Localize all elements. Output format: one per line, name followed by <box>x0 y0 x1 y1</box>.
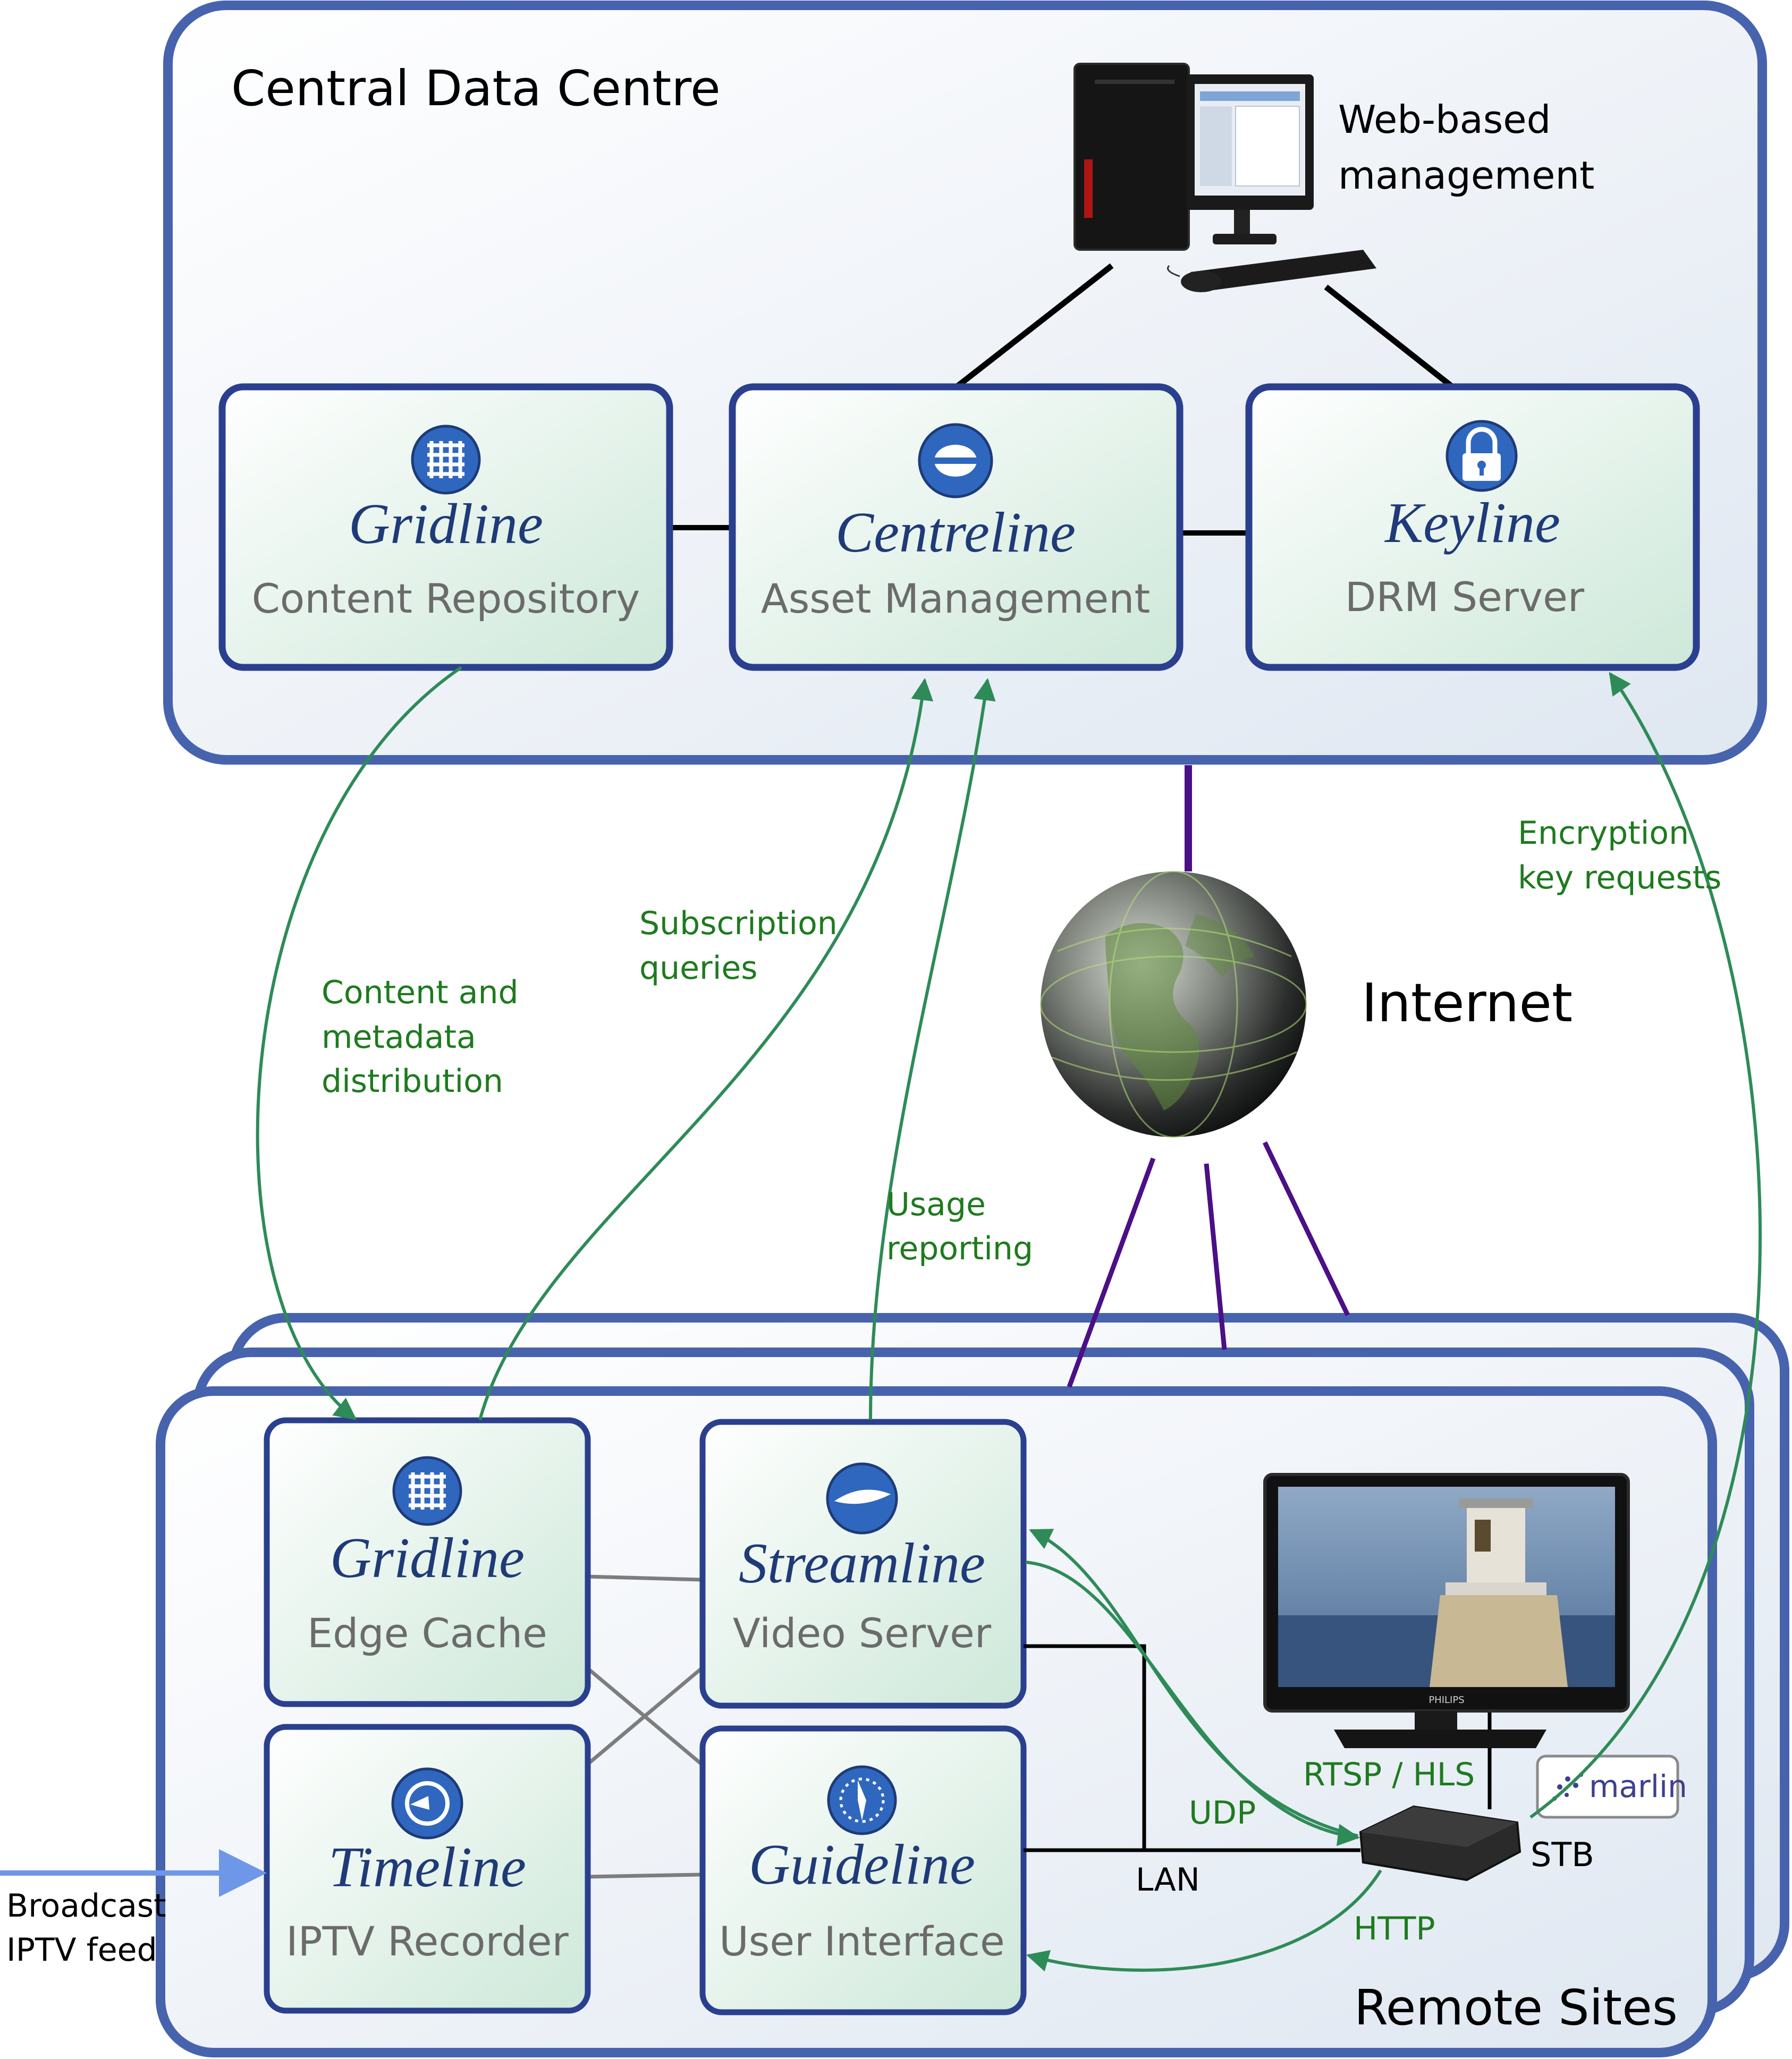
content-label-line3: distribution <box>322 1063 503 1100</box>
content-label-line1: Content and <box>322 974 519 1011</box>
remote-streamline-subtitle: Video Server <box>733 1609 992 1657</box>
remote-box-streamline[interactable]: Streamline Video Server <box>699 1419 1027 1709</box>
remote-sites-title: Remote Sites <box>1354 1979 1678 2036</box>
central-centreline-product: Centreline <box>835 501 1076 564</box>
internet-label: Internet <box>1362 972 1573 1034</box>
remote-gridline-subtitle: Edge Cache <box>307 1609 547 1657</box>
flow-content-distribution <box>256 666 462 1420</box>
udp-label: UDP <box>1189 1794 1256 1832</box>
internet-link-site2 <box>1204 1163 1227 1350</box>
internet-link-site1 <box>1067 1157 1156 1388</box>
rtsp-hls-label: RTSP / HLS <box>1303 1756 1475 1793</box>
set-top-box <box>1359 1805 1521 1882</box>
connector-computer-centreline <box>954 263 1114 389</box>
central-keyline-product: Keyline <box>1384 492 1560 555</box>
padlock-icon <box>1446 420 1518 492</box>
television: PHILIPS <box>1263 1473 1630 1748</box>
central-data-centre-title: Central Data Centre <box>231 60 721 117</box>
remote-interconnects <box>586 1574 703 1879</box>
flow-subscription-queries <box>478 677 934 1420</box>
central-box-keyline[interactable]: Keyline DRM Server <box>1245 383 1700 671</box>
usage-label-line2: reporting <box>886 1230 1033 1267</box>
remote-box-guideline[interactable]: Guideline User Interface <box>699 1725 1027 2015</box>
grid-icon <box>411 425 481 495</box>
lan-wiring <box>1024 1644 1492 1852</box>
central-keyline-subtitle: DRM Server <box>1345 573 1585 621</box>
flow-usage-reporting <box>869 677 996 1420</box>
encryption-label-line2: key requests <box>1518 859 1721 896</box>
central-centreline-subtitle: Asset Management <box>761 575 1151 622</box>
management-computer <box>1073 63 1376 292</box>
broadcast-label-line2: IPTV feed <box>6 1931 157 1969</box>
remote-timeline-subtitle: IPTV Recorder <box>286 1918 569 1965</box>
remote-guideline-subtitle: User Interface <box>719 1918 1005 1965</box>
broadcast-label-line1: Broadcast <box>6 1887 166 1925</box>
http-label: HTTP <box>1354 1910 1435 1947</box>
subscription-label-line2: queries <box>639 950 758 987</box>
internet-link-site3 <box>1262 1141 1350 1316</box>
remote-box-timeline[interactable]: Timeline IPTV Recorder <box>264 1724 591 2014</box>
central-gridline-product: Gridline <box>349 493 543 556</box>
web-mgmt-label-line2: management <box>1338 153 1594 198</box>
streamline-icon <box>826 1462 898 1535</box>
compass-icon <box>827 1765 897 1835</box>
tv-brand: PHILIPS <box>1428 1694 1464 1706</box>
lan-label: LAN <box>1136 1861 1200 1899</box>
usage-label-line1: Usage <box>886 1186 986 1223</box>
centreline-disc-icon <box>918 423 993 498</box>
flow-encryption-requests <box>1529 672 1762 1819</box>
internet-globe <box>1039 870 1307 1138</box>
timeline-icon <box>391 1767 463 1840</box>
remote-timeline-product: Timeline <box>328 1836 526 1899</box>
remote-gridline-product: Gridline <box>330 1527 525 1590</box>
grid-icon <box>392 1456 462 1526</box>
marlin-logo: marlin <box>1536 1755 1687 1819</box>
broadcast-feed-arrow <box>0 1849 267 1897</box>
content-label-line2: metadata <box>322 1019 476 1056</box>
stb-label: STB <box>1531 1835 1594 1874</box>
remote-streamline-product: Streamline <box>739 1532 985 1595</box>
encryption-label-line1: Encryption <box>1518 815 1689 852</box>
connector-computer-keyline <box>1324 284 1455 389</box>
remote-box-gridline[interactable]: Gridline Edge Cache <box>264 1417 591 1707</box>
central-box-gridline[interactable]: Gridline Content Repository <box>218 383 673 671</box>
web-mgmt-label-line1: Web-based <box>1338 97 1551 142</box>
central-gridline-subtitle: Content Repository <box>252 575 640 622</box>
marlin-logo-text: marlin <box>1589 1768 1687 1804</box>
flow-udp <box>1025 1561 1360 1846</box>
flow-http <box>1026 1869 1382 1972</box>
subscription-label-line1: Subscription <box>639 905 838 942</box>
remote-guideline-product: Guideline <box>749 1833 975 1896</box>
central-box-centreline[interactable]: Centreline Asset Management <box>729 383 1184 671</box>
